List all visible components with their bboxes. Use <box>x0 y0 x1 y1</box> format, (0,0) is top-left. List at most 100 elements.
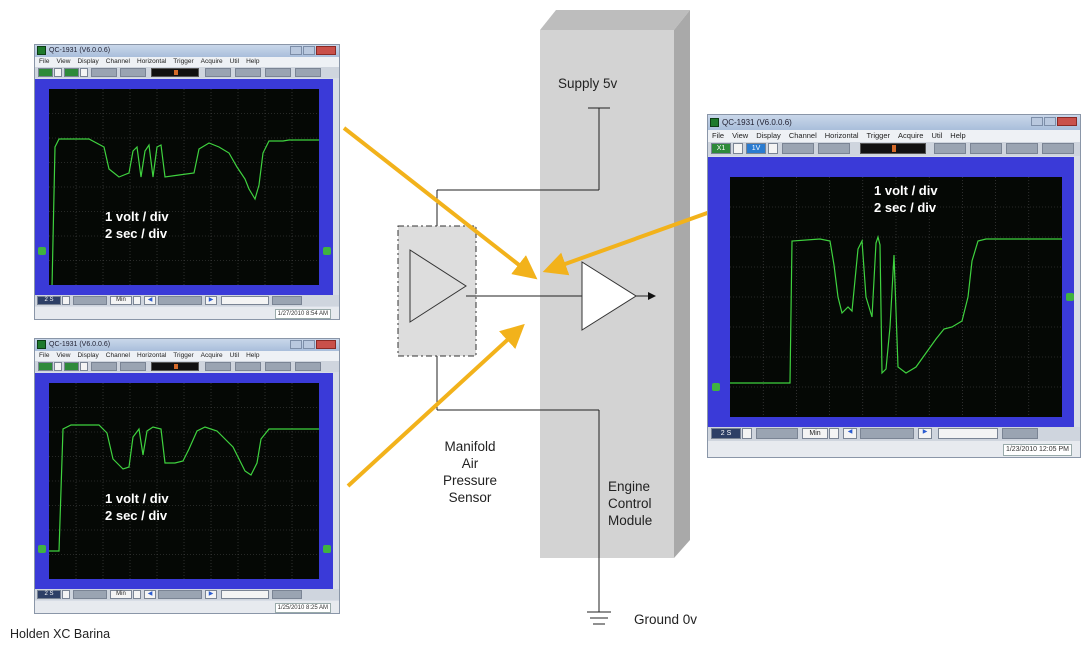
menu-trigger[interactable]: Trigger <box>866 131 891 140</box>
channel-select[interactable] <box>38 362 53 371</box>
scope-window-top-left[interactable]: QC-1931 (V6.0.0.6) File View Display Cha… <box>34 44 340 320</box>
maximize-button[interactable] <box>303 46 315 55</box>
coupling-select[interactable] <box>91 68 117 77</box>
tool-button-3[interactable] <box>265 362 291 371</box>
channel-dropdown[interactable] <box>54 68 62 77</box>
channel-dropdown[interactable] <box>733 143 743 154</box>
tool-button-4[interactable] <box>1042 143 1074 154</box>
timeline-slider[interactable] <box>938 428 998 439</box>
menu-channel[interactable]: Channel <box>105 352 130 359</box>
menu-util[interactable]: Util <box>229 58 240 65</box>
channel-dropdown[interactable] <box>54 362 62 371</box>
trigger-position-slider[interactable] <box>151 68 199 77</box>
tool-button-1[interactable] <box>934 143 966 154</box>
scope-window-bottom-left[interactable]: QC-1931 (V6.0.0.6) File View Display Cha… <box>34 338 340 614</box>
scroll-left-button[interactable]: ◀ <box>144 590 156 599</box>
menu-view[interactable]: View <box>56 352 71 359</box>
menu-display[interactable]: Display <box>77 58 99 65</box>
scope-titlebar[interactable]: QC-1931 (V6.0.0.6) <box>35 45 339 57</box>
close-button[interactable] <box>316 340 336 349</box>
volts-dropdown[interactable] <box>80 68 88 77</box>
menu-util[interactable]: Util <box>229 352 240 359</box>
menu-util[interactable]: Util <box>931 131 943 140</box>
scroll-right-button[interactable]: ▶ <box>205 590 217 599</box>
close-button[interactable] <box>1057 117 1077 126</box>
coupling-select[interactable] <box>91 362 117 371</box>
tool-button-5[interactable] <box>272 296 302 305</box>
menu-display[interactable]: Display <box>77 352 99 359</box>
tool-button-2[interactable] <box>235 68 261 77</box>
channel-marker-left[interactable] <box>712 383 720 391</box>
menu-file[interactable]: File <box>712 131 725 140</box>
probe-select[interactable] <box>120 68 146 77</box>
maximize-button[interactable] <box>303 340 315 349</box>
scope-titlebar[interactable]: QC-1931 (V6.0.0.6) <box>708 115 1080 130</box>
volts-select[interactable]: 1V <box>746 143 766 154</box>
menu-channel[interactable]: Channel <box>788 131 817 140</box>
time-base-dropdown[interactable] <box>62 590 70 599</box>
tool-button-4[interactable] <box>295 68 321 77</box>
channel-marker-right[interactable] <box>323 247 331 255</box>
time-base-dropdown[interactable] <box>742 428 752 439</box>
tool-button-3[interactable] <box>265 68 291 77</box>
scroll-left-button[interactable]: ◀ <box>843 428 857 439</box>
minimize-button[interactable] <box>290 340 302 349</box>
menu-display[interactable]: Display <box>756 131 781 140</box>
timeline-slider[interactable] <box>221 590 269 599</box>
menu-acquire[interactable]: Acquire <box>898 131 924 140</box>
acquire-mode-dropdown[interactable] <box>829 428 839 439</box>
volts-select[interactable] <box>64 362 79 371</box>
probe-select[interactable] <box>120 362 146 371</box>
trigger-position-slider[interactable] <box>860 143 926 154</box>
channel-select[interactable]: X1 <box>711 143 731 154</box>
scope-titlebar[interactable]: QC-1931 (V6.0.0.6) <box>35 339 339 351</box>
channel-select[interactable] <box>38 68 53 77</box>
zoom-value[interactable] <box>860 428 914 439</box>
timeline-slider[interactable] <box>221 296 269 305</box>
menu-acquire[interactable]: Acquire <box>200 352 223 359</box>
acquire-mode-select[interactable]: Min <box>802 428 828 439</box>
tool-button-2[interactable] <box>235 362 261 371</box>
time-base-select[interactable]: 2 S <box>37 590 61 599</box>
close-button[interactable] <box>316 46 336 55</box>
menu-channel[interactable]: Channel <box>105 58 130 65</box>
acquire-mode-select[interactable]: Min <box>110 296 132 305</box>
tool-button-1[interactable] <box>205 68 231 77</box>
channel-marker-right[interactable] <box>323 545 331 553</box>
horizontal-position[interactable] <box>73 296 107 305</box>
scroll-right-button[interactable]: ▶ <box>205 296 217 305</box>
time-base-select[interactable]: 2 S <box>711 428 741 439</box>
scroll-right-button[interactable]: ▶ <box>918 428 932 439</box>
acquire-mode-dropdown[interactable] <box>133 296 141 305</box>
volts-dropdown[interactable] <box>768 143 778 154</box>
menu-horizontal[interactable]: Horizontal <box>137 58 167 65</box>
scroll-left-button[interactable]: ◀ <box>144 296 156 305</box>
probe-select[interactable] <box>818 143 850 154</box>
horizontal-position[interactable] <box>756 428 798 439</box>
channel-marker-left[interactable] <box>38 247 46 255</box>
channel-marker-left[interactable] <box>38 545 46 553</box>
menu-help[interactable]: Help <box>950 131 966 140</box>
menu-help[interactable]: Help <box>246 58 260 65</box>
zoom-value[interactable] <box>158 296 202 305</box>
menu-help[interactable]: Help <box>246 352 260 359</box>
menu-trigger[interactable]: Trigger <box>173 58 194 65</box>
menu-file[interactable]: File <box>39 352 50 359</box>
tool-button-1[interactable] <box>205 362 231 371</box>
tool-button-4[interactable] <box>295 362 321 371</box>
menu-view[interactable]: View <box>732 131 749 140</box>
tool-button-2[interactable] <box>970 143 1002 154</box>
menu-view[interactable]: View <box>56 58 71 65</box>
tool-button-3[interactable] <box>1006 143 1038 154</box>
coupling-select[interactable] <box>782 143 814 154</box>
menu-horizontal[interactable]: Horizontal <box>137 352 167 359</box>
trigger-position-slider[interactable] <box>151 362 199 371</box>
volts-dropdown[interactable] <box>80 362 88 371</box>
menu-horizontal[interactable]: Horizontal <box>824 131 859 140</box>
horizontal-position[interactable] <box>73 590 107 599</box>
maximize-button[interactable] <box>1044 117 1056 126</box>
tool-button-5[interactable] <box>272 590 302 599</box>
tool-button-5[interactable] <box>1002 428 1038 439</box>
minimize-button[interactable] <box>290 46 302 55</box>
scope-window-right[interactable]: QC-1931 (V6.0.0.6) File View Display Cha… <box>707 114 1081 458</box>
